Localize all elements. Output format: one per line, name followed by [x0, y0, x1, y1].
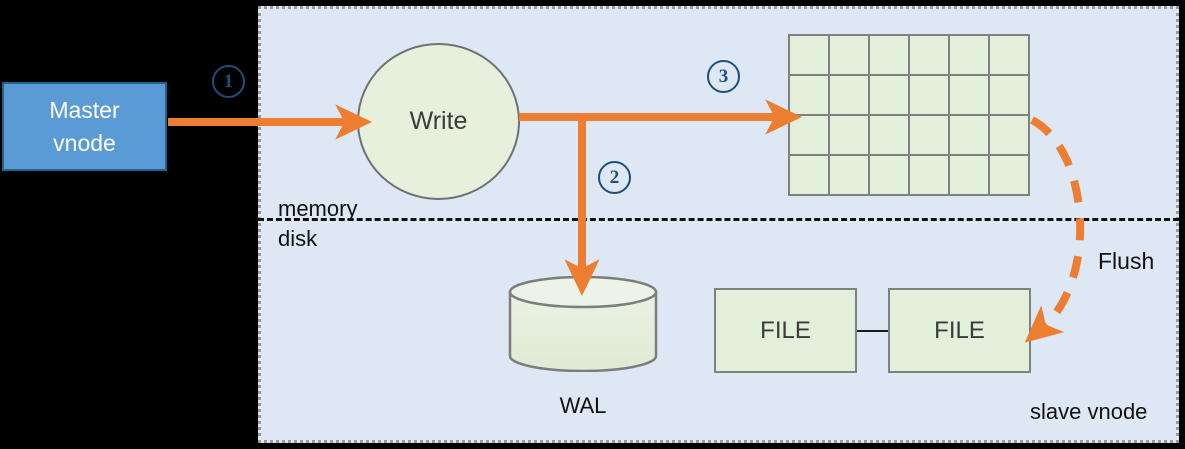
- memtable-cell: [830, 156, 868, 194]
- memtable-cell: [790, 76, 828, 114]
- memtable-cell: [830, 76, 868, 114]
- memtable-cell: [870, 116, 908, 154]
- file-box-1-label: FILE: [760, 316, 811, 344]
- memtable-cell: [910, 76, 948, 114]
- write-node-label: Write: [409, 107, 468, 135]
- step-number-3-label: 3: [718, 65, 729, 87]
- master-vnode-line2: vnode: [53, 129, 116, 156]
- memtable-cell: [950, 76, 988, 114]
- memtable-cell: [870, 156, 908, 194]
- memtable-cell: [990, 116, 1028, 154]
- memtable-cell: [910, 36, 948, 74]
- disk-label: disk: [278, 226, 318, 251]
- master-vnode-box[interactable]: Master vnode: [2, 82, 167, 171]
- memtable-cell: [790, 156, 828, 194]
- memtable-cell: [910, 116, 948, 154]
- memtable-cell: [950, 116, 988, 154]
- memtable-cell: [830, 116, 868, 154]
- memtable-cell: [790, 116, 828, 154]
- wal-cylinder[interactable]: [508, 275, 658, 373]
- step-number-1: 1: [212, 65, 245, 98]
- memtable-cell: [790, 36, 828, 74]
- step-number-3: 3: [707, 60, 740, 93]
- slave-vnode-label: slave vnode: [1030, 399, 1148, 424]
- memtable-cell: [910, 156, 948, 194]
- step-number-2: 2: [598, 161, 631, 194]
- step-number-2-label: 2: [609, 166, 620, 188]
- memtable-cell: [830, 36, 868, 74]
- wal-cylinder-shape: [508, 275, 658, 373]
- memtable-cell: [990, 156, 1028, 194]
- master-vnode-line1: Master: [49, 96, 120, 123]
- memory-label: memory: [278, 196, 358, 221]
- flush-label: Flush: [1098, 248, 1155, 274]
- memtable-grid: [788, 34, 1030, 196]
- memtable-cell: [870, 36, 908, 74]
- file-box-1[interactable]: FILE: [714, 288, 857, 373]
- memory-disk-divider: [258, 218, 1179, 221]
- file-link-connector: [857, 330, 888, 332]
- memtable-cell: [990, 36, 1028, 74]
- memtable-cell: [990, 76, 1028, 114]
- step-number-1-label: 1: [223, 70, 234, 92]
- wal-label: WAL: [559, 393, 607, 418]
- memtable-cell: [870, 76, 908, 114]
- write-node[interactable]: Write: [357, 43, 520, 200]
- memtable-cell: [950, 156, 988, 194]
- memtable-cell: [950, 36, 988, 74]
- file-box-2[interactable]: FILE: [888, 288, 1031, 373]
- file-box-2-label: FILE: [934, 316, 985, 344]
